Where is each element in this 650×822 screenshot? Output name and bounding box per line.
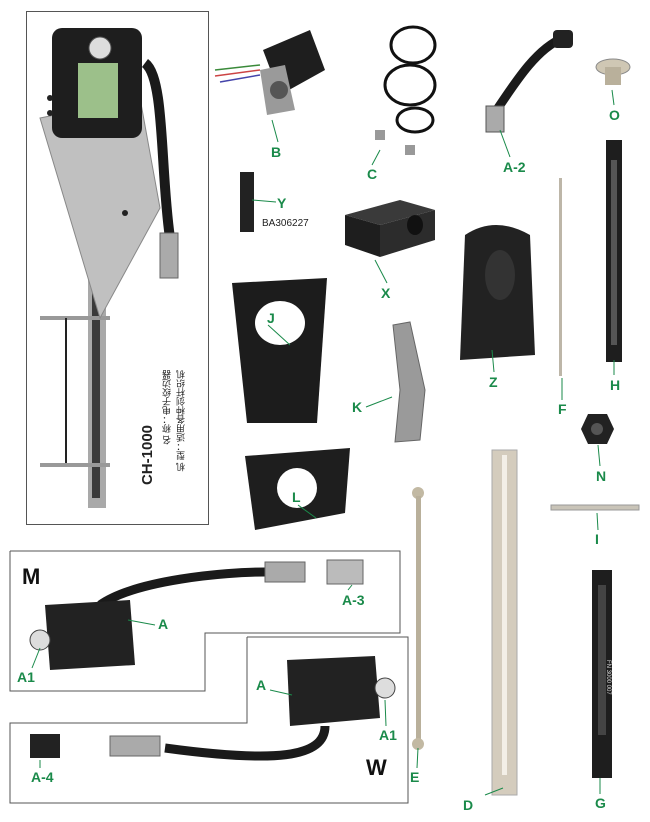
label-a1-w: A1 xyxy=(379,727,397,743)
section-m-mark: M xyxy=(22,564,41,589)
label-o: O xyxy=(609,107,620,123)
label-j: J xyxy=(267,310,275,326)
label-e: E xyxy=(410,769,420,785)
label-f: F xyxy=(558,401,567,417)
bar-d-part xyxy=(491,449,518,796)
label-g: G xyxy=(595,795,606,811)
bracket-y-part xyxy=(240,172,254,232)
label-a-m: A xyxy=(158,616,169,632)
plate-l-part xyxy=(245,448,350,530)
label-d: D xyxy=(463,797,474,813)
label-x: X xyxy=(381,285,391,301)
part-code-g: FN 3000 007 xyxy=(605,660,611,695)
module-w-part xyxy=(30,656,396,761)
main-unit-frame xyxy=(26,11,209,525)
label-a-w: A xyxy=(256,677,267,693)
plate-j-part xyxy=(232,278,327,423)
section-w-mark: W xyxy=(366,755,387,780)
module-m-part xyxy=(29,559,364,670)
label-i: I xyxy=(595,531,599,547)
rail-part xyxy=(606,140,622,362)
cable-part xyxy=(375,25,437,155)
strip-i-part xyxy=(550,504,640,511)
motor-part xyxy=(214,30,325,115)
part-code-y: BA306227 xyxy=(262,218,309,229)
bar-e-part xyxy=(412,487,424,750)
label-a2: A-2 xyxy=(503,159,526,175)
bushing-part xyxy=(595,58,631,85)
label-a4: A-4 xyxy=(31,769,54,785)
label-z: Z xyxy=(489,374,498,390)
label-h: H xyxy=(610,377,621,393)
cover-z-part xyxy=(460,225,535,360)
main-unit-illustration xyxy=(39,28,179,508)
label-y: Y xyxy=(277,195,287,211)
label-a1-m: A1 xyxy=(17,669,35,685)
label-l: L xyxy=(292,489,301,505)
label-a3: A-3 xyxy=(342,592,365,608)
lever-k-part xyxy=(392,321,426,443)
label-n: N xyxy=(596,468,607,484)
rail-g-part xyxy=(592,570,612,778)
nut-n-part xyxy=(581,414,614,444)
rod-f-part xyxy=(559,178,562,376)
block-x-part xyxy=(345,200,435,257)
label-c: C xyxy=(367,166,378,182)
label-b: B xyxy=(271,144,282,160)
hose-part xyxy=(485,30,573,133)
label-k: K xyxy=(352,399,363,415)
